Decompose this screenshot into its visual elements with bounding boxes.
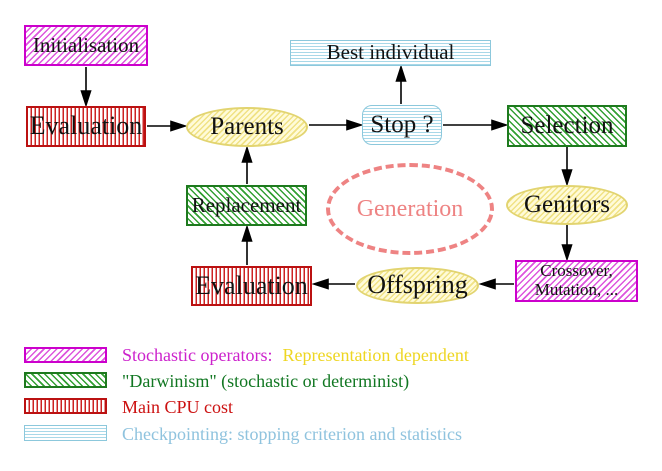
legend-label-part2: Representation dependent <box>282 345 469 365</box>
node-evaluation-bottom: Evaluation <box>191 266 312 306</box>
crossover-line1: Crossover, <box>540 261 613 281</box>
legend-label-part1: Stochastic operators: <box>122 345 273 365</box>
legend-swatch-darwinism <box>24 372 107 388</box>
crossover-line2: Mutation, ... <box>534 280 619 299</box>
legend-label-darwinism: "Darwinism" (stochastic or determinist) <box>122 371 410 391</box>
legend-label-cpu-cost: Main CPU cost <box>122 397 234 417</box>
node-stop: Stop ? <box>362 105 442 145</box>
node-genitors: Genitors <box>506 185 628 225</box>
node-evaluation-top: Evaluation <box>26 106 146 147</box>
legend-swatch-cpu-cost <box>24 398 107 414</box>
node-selection: Selection <box>507 105 627 147</box>
node-parents: Parents <box>186 107 308 147</box>
node-initialisation: Initialisation <box>24 25 148 66</box>
legend-label-stochastic-operators: Stochastic operators: Representation depe… <box>122 345 469 366</box>
node-generation: Generation <box>326 163 494 255</box>
legend-swatch-checkpointing <box>24 425 107 441</box>
legend-label-checkpointing: Checkpointing: stopping criterion and st… <box>122 424 462 444</box>
node-replacement: Replacement <box>186 185 307 226</box>
node-crossover-mutation: Crossover, Mutation, ... <box>515 260 638 302</box>
node-best-individual: Best individual <box>290 40 491 66</box>
node-offspring: Offspring <box>356 267 479 304</box>
legend-swatch-stochastic-operators <box>24 347 107 363</box>
